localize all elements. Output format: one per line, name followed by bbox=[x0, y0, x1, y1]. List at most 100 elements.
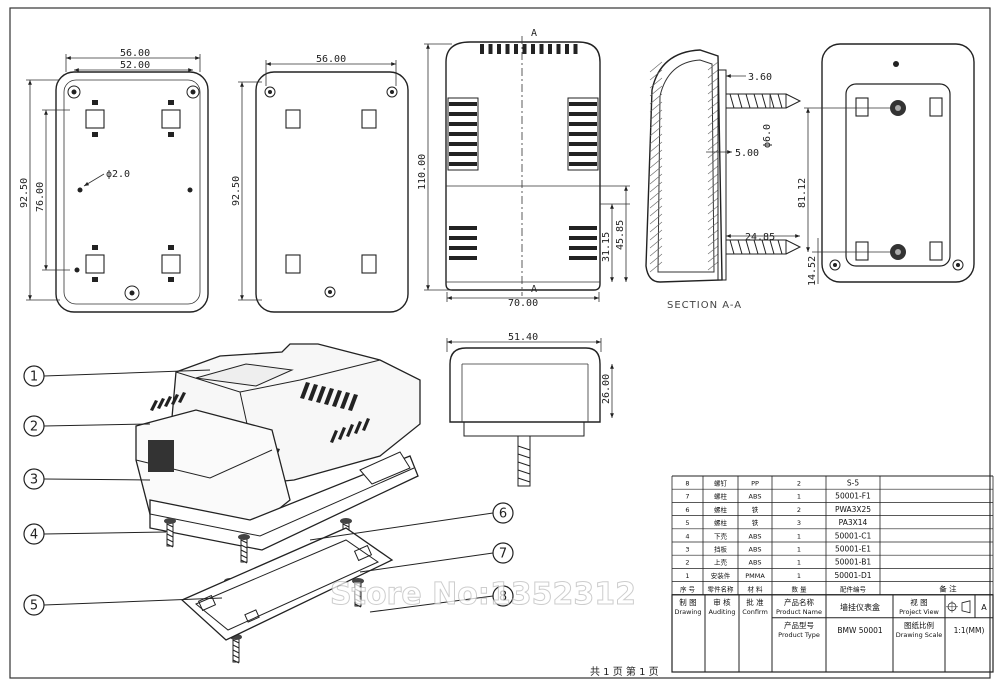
isometric-exploded-view bbox=[135, 343, 421, 664]
callout-number: 5 bbox=[30, 599, 38, 614]
dim-45-85: 45.85 bbox=[615, 220, 626, 250]
bom-cell: 3 bbox=[685, 546, 689, 554]
callout-3: 3 bbox=[23, 468, 151, 490]
bom-cell: 下壳 bbox=[714, 531, 728, 540]
tb-pname-en: Product Name bbox=[776, 608, 822, 616]
dim-92-5-back: 92.50 bbox=[231, 176, 242, 206]
bom-cell: 螺柱 bbox=[714, 518, 728, 527]
dim-51-40: 51.40 bbox=[508, 332, 538, 343]
callout-6: 6 bbox=[309, 502, 514, 541]
bom-cell: ABS bbox=[749, 559, 762, 567]
bom-cell: 铁 bbox=[752, 518, 759, 527]
callout-number: 2 bbox=[30, 420, 38, 435]
bom-cell: 50001-E1 bbox=[835, 545, 871, 554]
tb-ptype-en: Product Type bbox=[778, 631, 820, 639]
section-mark-top: A bbox=[531, 28, 537, 39]
view-end: 51.40 26.00 bbox=[446, 332, 614, 487]
bom-cell: 50001-B1 bbox=[835, 558, 871, 567]
tb-confirm-en: Confirm bbox=[742, 608, 768, 616]
callout-number: 4 bbox=[30, 528, 38, 543]
tb-audit-en: Auditing bbox=[708, 608, 735, 616]
bom-cell: 50001-C1 bbox=[835, 531, 872, 540]
tb-pname-value: 墙挂仪表盒 bbox=[840, 602, 880, 612]
callout-4: 4 bbox=[23, 523, 167, 545]
dim-26: 26.00 bbox=[601, 374, 612, 404]
bom-cell: S-5 bbox=[847, 479, 859, 488]
view-wall-plate: 81.12 14.52 bbox=[797, 43, 975, 286]
bom-cell: ABS bbox=[749, 493, 762, 501]
bom-header-cell: 数 量 bbox=[791, 585, 807, 594]
dim-14-52: 14.52 bbox=[807, 256, 818, 286]
bom-cell: 螺钉 bbox=[714, 479, 728, 488]
bom-cell: PMMA bbox=[745, 572, 765, 580]
bom-cell: 6 bbox=[685, 506, 689, 514]
view-back: 56.00 92.50 bbox=[231, 54, 409, 313]
callout-8: 8 bbox=[369, 585, 514, 613]
bom-cell: 1 bbox=[797, 532, 801, 540]
dim-24-85: 24.85 bbox=[745, 232, 775, 243]
bom-cell: 1 bbox=[797, 493, 801, 501]
tb-revision: A bbox=[981, 603, 987, 612]
dim-5-00: 5.00 bbox=[735, 148, 759, 159]
callout-7: 7 bbox=[359, 542, 514, 573]
page-label: 共 1 页 第 1 页 bbox=[590, 665, 659, 678]
dim-81-12: 81.12 bbox=[797, 178, 808, 208]
callout-5: 5 bbox=[23, 594, 223, 616]
bom-cell: 1 bbox=[797, 559, 801, 567]
bom-cell: 7 bbox=[685, 493, 689, 501]
callout-number: 6 bbox=[499, 507, 507, 522]
tb-scale-en: Drawing Scale bbox=[896, 631, 943, 639]
bom-cell: 8 bbox=[685, 480, 689, 488]
dim-76: 76.00 bbox=[35, 182, 46, 212]
section-label: SECTION A-A bbox=[667, 300, 742, 311]
dim-110: 110.00 bbox=[417, 154, 428, 190]
view-bottom: 56.00 52.00 92.50 76.00 ϕ2.0 bbox=[19, 48, 209, 313]
view-front: A A 110.00 70.00 31.15 45.85 bbox=[417, 28, 630, 309]
view-section-aa: 3.60 ϕ6.0 5.00 24.85 SECTION A-A bbox=[645, 49, 802, 311]
bom-cell: 50001-F1 bbox=[835, 492, 871, 501]
bom-cell: PWA3X25 bbox=[835, 505, 871, 514]
bom-cell: 2 bbox=[797, 506, 801, 514]
bom-cell: 2 bbox=[685, 559, 689, 567]
projection-symbol-icon bbox=[946, 600, 971, 614]
bom-cell: 5 bbox=[685, 519, 689, 527]
callout-1: 1 bbox=[23, 365, 211, 387]
dim-92-5-left: 92.50 bbox=[19, 178, 30, 208]
callout-number: 8 bbox=[499, 590, 507, 605]
tb-pname-cn: 产品名称 bbox=[784, 597, 814, 607]
screw-lower bbox=[725, 239, 802, 255]
tb-confirm-cn: 批 准 bbox=[746, 597, 764, 607]
bom-cell: ABS bbox=[749, 546, 762, 554]
screw-upper bbox=[725, 93, 802, 109]
bom-header-note: 备 注 bbox=[939, 584, 957, 594]
bom-header-cell: 材 料 bbox=[747, 585, 763, 594]
tb-audit-cn: 审 核 bbox=[713, 597, 731, 607]
callout-2: 2 bbox=[23, 415, 151, 437]
bom-cell: 1 bbox=[685, 572, 689, 580]
tb-scale-cn: 图纸比例 bbox=[904, 620, 934, 630]
tb-ptype-value: BMW 50001 bbox=[837, 626, 883, 635]
callouts: 1 2 3 4 5 6 7 8 bbox=[23, 365, 514, 616]
tb-view-en: Project View bbox=[899, 608, 939, 616]
dim-56-top: 56.00 bbox=[120, 48, 150, 59]
dim-31-15: 31.15 bbox=[601, 232, 612, 262]
tb-scale-value: 1:1(MM) bbox=[954, 626, 985, 635]
dim-3-60: 3.60 bbox=[748, 72, 772, 83]
bom-cell: PP bbox=[751, 480, 759, 488]
dim-70: 70.00 bbox=[508, 298, 538, 309]
bom-cell: 安装件 bbox=[711, 571, 731, 580]
bom-cell: 挡板 bbox=[714, 545, 728, 554]
bom-cell: 4 bbox=[685, 532, 689, 540]
bom-cell: 3 bbox=[797, 519, 801, 527]
bom-cell: 铁 bbox=[752, 505, 759, 514]
callout-number: 1 bbox=[30, 370, 38, 385]
tb-drawing-cn: 制 图 bbox=[679, 597, 696, 607]
